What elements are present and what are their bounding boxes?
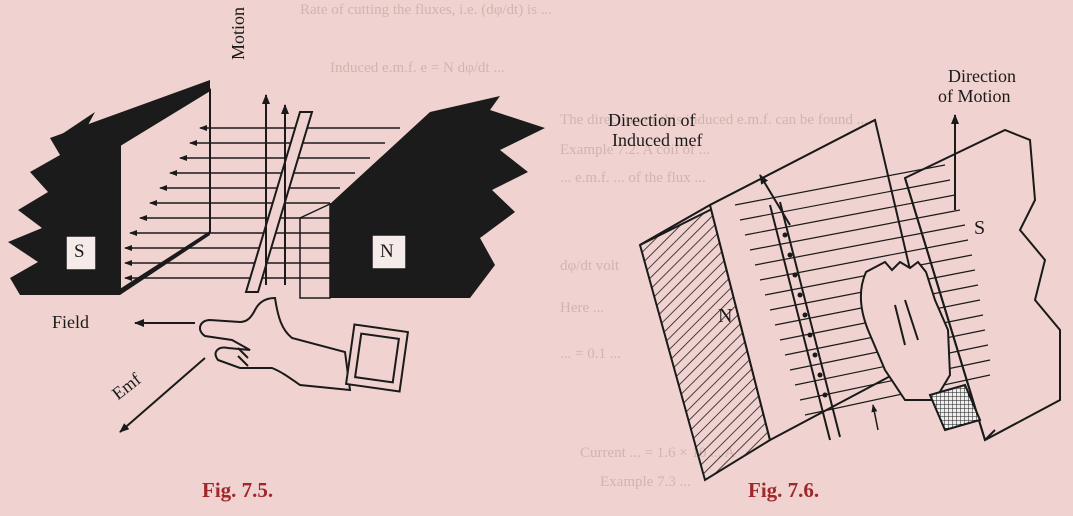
direction-of-motion-label-1: Direction [948,66,1016,86]
north-magnet [300,96,545,298]
induced-emf-label-2: Induced mef [612,130,702,150]
hand-illustration [200,298,408,391]
figure-7-5-caption: Fig. 7.5. [202,478,273,503]
north-pole-label: N [380,242,394,262]
south-pole-label: S [74,242,85,262]
north-block-label: N [718,306,732,326]
small-arrow [873,405,878,430]
figure-7-6-caption: Fig. 7.6. [748,478,819,503]
induced-emf-label-1: Direction of [608,110,695,130]
field-label: Field [52,312,89,332]
direction-of-motion-label-2: of Motion [938,86,1011,106]
south-block-label: S [974,218,985,238]
motion-label: Motion [228,7,248,60]
